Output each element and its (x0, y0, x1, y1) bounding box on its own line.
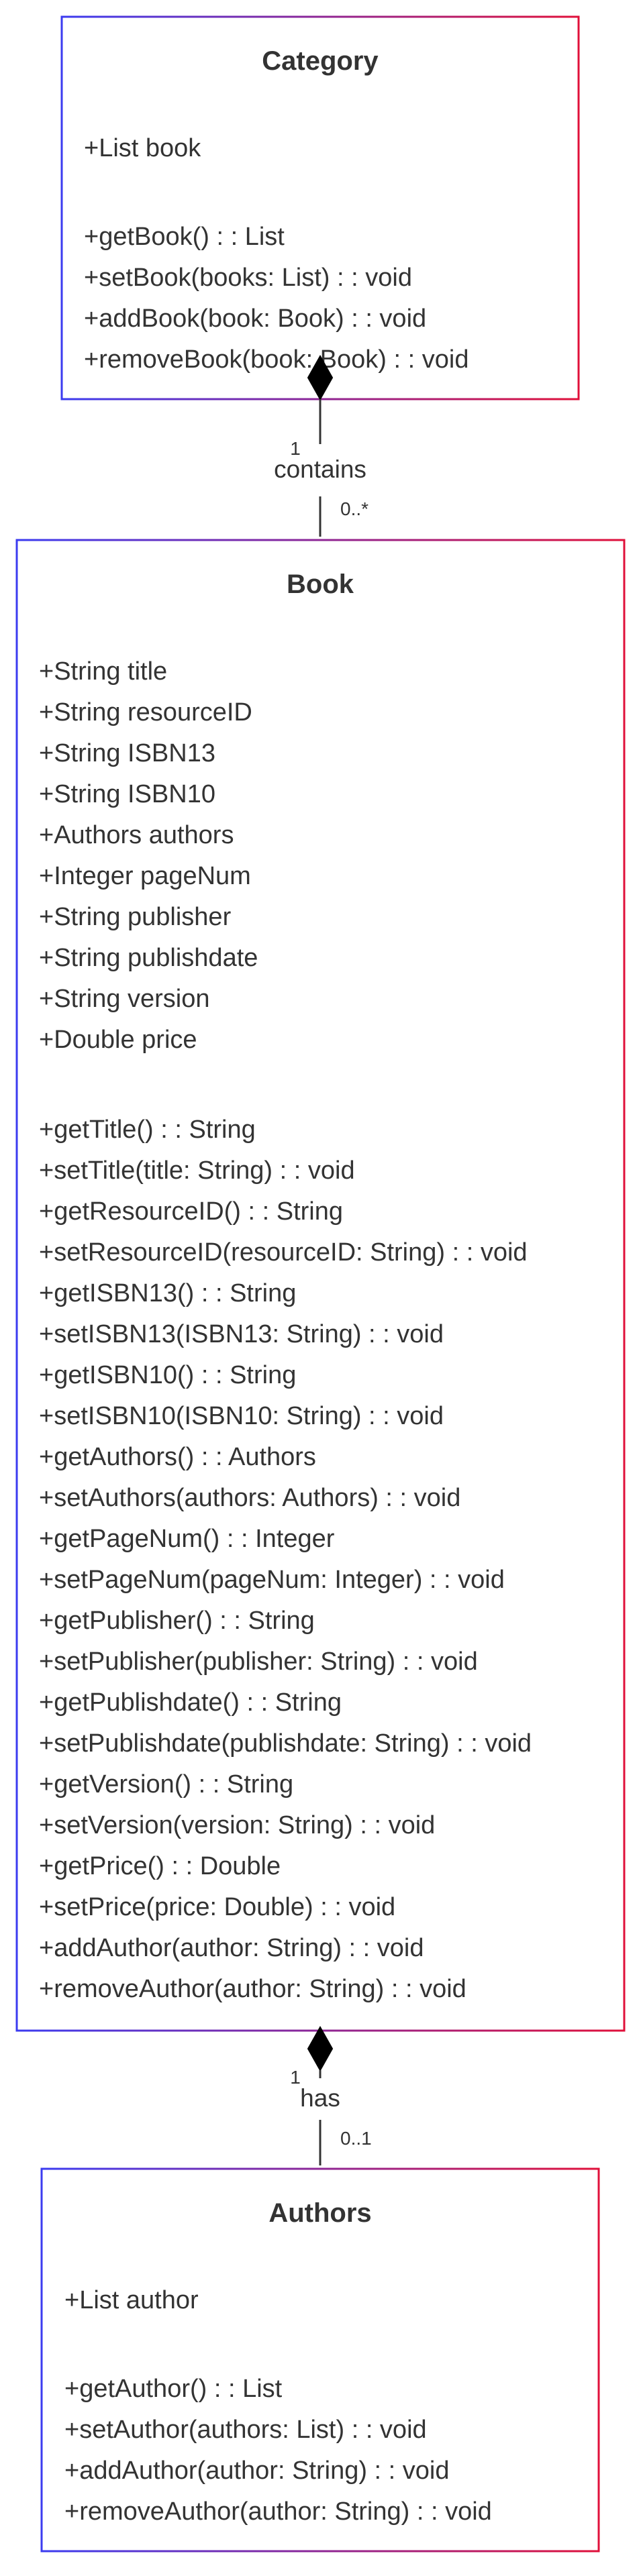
attribute: +String title (39, 657, 167, 686)
target-multiplicity: 0..1 (340, 2128, 372, 2149)
composition-diamond-icon (307, 2025, 334, 2072)
method: +setPrice(price: Double) : : void (39, 1893, 395, 1921)
method: +setPublisher(publisher: String) : : voi… (39, 1648, 478, 1676)
method: +addBook(book: Book) : : void (84, 305, 426, 333)
method: +removeAuthor(author: String) : : void (39, 1975, 466, 2003)
class-name: Book (287, 570, 354, 599)
source-multiplicity: 1 (290, 2067, 301, 2088)
attribute: +List author (64, 2286, 199, 2314)
target-multiplicity: 0..* (340, 498, 368, 519)
attribute: +Double price (39, 1026, 197, 1054)
attribute: +Integer pageNum (39, 862, 251, 890)
method: +getAuthors() : : Authors (39, 1443, 316, 1471)
attribute: +String ISBN10 (39, 780, 215, 808)
class-box (60, 15, 580, 400)
method: +getPageNum() : : Integer (39, 1525, 335, 1553)
method: +getBook() : : List (84, 223, 285, 251)
method: +setPageNum(pageNum: Integer) : : void (39, 1566, 505, 1594)
method: +setAuthors(authors: Authors) : : void (39, 1484, 460, 1512)
class-name: Authors (268, 2198, 371, 2228)
method: +getTitle() : : String (39, 1116, 256, 1144)
attribute: +List book (84, 134, 201, 162)
method: +getAuthor() : : List (64, 2375, 283, 2403)
class-category[interactable]: Category +List book +getBook() : : List … (60, 15, 580, 400)
method: +addAuthor(author: String) : : void (39, 1934, 424, 1962)
method: +setISBN13(ISBN13: String) : : void (39, 1320, 444, 1348)
method: +setResourceID(resourceID: String) : : v… (39, 1238, 528, 1267)
method: +getPrice() : : Double (39, 1852, 281, 1880)
method: +getPublishdate() : : String (39, 1688, 342, 1717)
method: +getISBN10() : : String (39, 1361, 296, 1389)
source-multiplicity: 1 (290, 438, 301, 459)
class-box (40, 2167, 600, 2553)
class-authors[interactable]: Authors +List author +getAuthor() : : Li… (40, 2167, 600, 2553)
attribute: +String version (39, 985, 210, 1013)
method: +setPublishdate(publishdate: String) : :… (39, 1729, 532, 1758)
relation-contains: 1 contains 0..* (274, 354, 368, 537)
attribute: +String resourceID (39, 698, 252, 727)
method: +setISBN10(ISBN10: String) : : void (39, 1402, 444, 1430)
method: +getResourceID() : : String (39, 1197, 343, 1226)
attribute: +String publishdate (39, 944, 258, 972)
method: +setBook(books: List) : : void (84, 264, 412, 292)
method: +removeAuthor(author: String) : : void (64, 2498, 492, 2526)
class-name: Category (262, 46, 379, 76)
attribute: +Authors authors (39, 821, 234, 849)
method: +setVersion(version: String) : : void (39, 1811, 435, 1839)
relation-label: contains (274, 455, 366, 483)
relation-label: has (300, 2084, 340, 2112)
attribute: +String ISBN13 (39, 739, 215, 767)
method: +getPublisher() : : String (39, 1607, 315, 1635)
method: +getVersion() : : String (39, 1770, 293, 1799)
class-book[interactable]: Book +String title +String resourceID +S… (15, 539, 626, 2032)
relation-has: 1 has 0..1 (290, 2025, 372, 2165)
method: +getISBN13() : : String (39, 1279, 296, 1307)
method: +removeBook(book: Book) : : void (84, 345, 469, 374)
method: +addAuthor(author: String) : : void (64, 2457, 450, 2485)
attribute: +String publisher (39, 903, 232, 931)
method: +setAuthor(authors: List) : : void (64, 2416, 427, 2444)
method: +setTitle(title: String) : : void (39, 1157, 355, 1185)
